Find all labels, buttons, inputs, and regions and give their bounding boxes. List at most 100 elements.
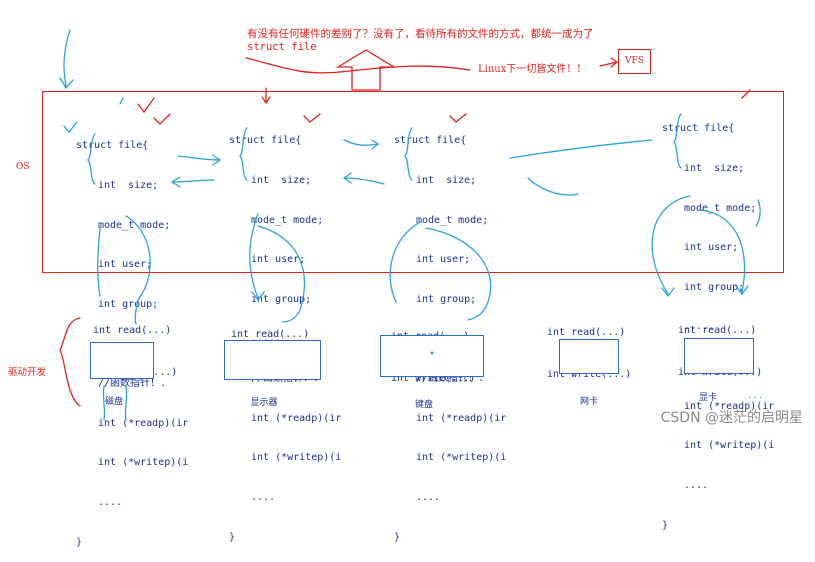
struct-field: mode_t mode;	[251, 214, 324, 226]
tick-stroke	[119, 97, 124, 105]
driver-brace	[59, 317, 81, 407]
down-arrow	[261, 87, 271, 105]
tick-stroke	[755, 199, 761, 227]
write-link	[699, 209, 749, 296]
struct-field: int group;	[416, 293, 477, 305]
device-box-keyboard	[380, 335, 484, 377]
note-question: 有没有任何硬件的差别了？没有了，看待所有的文件的方式，都统一成为了	[247, 28, 594, 40]
struct-fp-write: int (*writep)(i	[251, 452, 342, 464]
struct-field: .....	[684, 321, 715, 333]
device-box-nic	[559, 339, 619, 374]
struct-field: .....	[251, 333, 282, 345]
struct-field: int size;	[251, 175, 312, 187]
device-label-keyboard: 键盘	[414, 400, 434, 410]
struct-field: mode_t mode;	[416, 214, 489, 226]
device-box-disk	[90, 342, 154, 379]
api-read: int read(...)	[678, 325, 757, 336]
device-box-display	[224, 340, 321, 380]
struct-fp-read: int (*readp)(ir	[251, 412, 342, 424]
write-link	[257, 225, 305, 323]
struct-fp-write: int (*writep)(i	[98, 457, 189, 469]
device-label-display: 显示器	[250, 398, 278, 408]
api-read: int read(...)	[231, 329, 310, 340]
connector-stroke	[509, 139, 653, 159]
struct-field: int size;	[98, 180, 159, 192]
note-struct-file: struct file	[247, 41, 317, 53]
read-link	[249, 213, 265, 302]
vfs-box: VFS	[618, 49, 651, 74]
struct-fp-write: int (*writep)(i	[684, 440, 775, 452]
write-link	[125, 215, 151, 325]
driver-dev-label: 驱动开发	[8, 367, 47, 378]
check-mark	[741, 89, 751, 99]
arrow-left	[342, 172, 385, 185]
arrow-right	[177, 154, 222, 166]
struct-field: int user;	[98, 259, 153, 271]
device-label-nic: 网卡	[579, 397, 599, 407]
struct-field: int user;	[251, 254, 306, 266]
struct-fp-read: int (*readp)(ir	[98, 417, 189, 429]
top-left-arrow	[59, 29, 74, 90]
struct-comment: //函数指针！.	[98, 378, 167, 390]
check-mark	[63, 121, 78, 134]
struct-field: int user;	[416, 254, 471, 266]
note-linux-everything-file: Linux下一切皆文件！！	[478, 64, 587, 75]
watermark: CSDN @迷茫的启明星	[660, 410, 803, 426]
check-mark	[153, 113, 171, 125]
struct-fp-write: int (*writep)(i	[416, 452, 507, 464]
api-write: int write(...)	[391, 373, 476, 384]
dot-mark	[430, 351, 434, 355]
pen-strokes	[59, 29, 761, 421]
arrow-left	[170, 176, 215, 188]
up-arrow-shape	[335, 49, 397, 91]
arrow-right	[343, 139, 380, 150]
struct-comment: //函数指针！.	[416, 373, 485, 385]
device-label-gpu: 显卡	[698, 393, 718, 403]
struct-close: }	[229, 531, 236, 543]
read-link	[651, 195, 691, 298]
struct-field: mode_t mode;	[98, 219, 171, 231]
os-frame	[42, 91, 784, 273]
struct-header: struct file{	[394, 135, 467, 147]
os-label: OS	[16, 162, 30, 172]
check-mark	[449, 113, 467, 123]
device-more: ...	[748, 388, 765, 401]
wavy-underline	[245, 57, 471, 74]
struct-field: int size;	[684, 163, 745, 175]
struct-fp-read: int (*readp)(ir	[684, 400, 775, 412]
struct-field: int group;	[251, 293, 312, 305]
tick-stroke	[124, 385, 128, 421]
write-link	[425, 227, 492, 321]
field-brace	[404, 127, 413, 181]
struct-field: int size;	[416, 175, 477, 187]
field-brace	[87, 133, 96, 185]
struct-ellipsis: ....	[416, 491, 441, 503]
struct-header: struct file{	[229, 135, 302, 147]
tick-stroke	[102, 385, 106, 421]
read-link	[97, 227, 101, 297]
struct-ellipsis: ....	[684, 479, 709, 491]
check-mark	[303, 113, 321, 123]
api-read: int read(...)	[93, 325, 172, 336]
field-brace	[673, 113, 682, 169]
struct-field: int group;	[98, 298, 159, 310]
device-label-disk: 磁盘	[104, 397, 124, 407]
struct-fp-read: int (*readp)(ir	[416, 412, 507, 424]
struct-ellipsis: ....	[98, 496, 123, 508]
struct-ellipsis: ....	[251, 491, 276, 503]
struct-header: struct file{	[662, 123, 735, 135]
arrow-to-vfs	[599, 57, 619, 68]
device-box-gpu	[684, 338, 754, 374]
field-brace	[239, 127, 248, 181]
api-write: int write(...)	[547, 369, 632, 380]
struct-close: }	[662, 519, 669, 531]
connector-stroke	[527, 177, 579, 196]
struct-close: }	[394, 531, 401, 543]
check-mark	[137, 97, 155, 114]
struct-header: struct file{	[76, 140, 149, 152]
struct-field: int group;	[684, 281, 745, 293]
driver-api-nic: int read(...) int write(...)	[547, 298, 631, 396]
struct-field: int user;	[684, 242, 739, 254]
api-read: int read(...)	[547, 327, 626, 338]
read-link	[389, 221, 421, 303]
